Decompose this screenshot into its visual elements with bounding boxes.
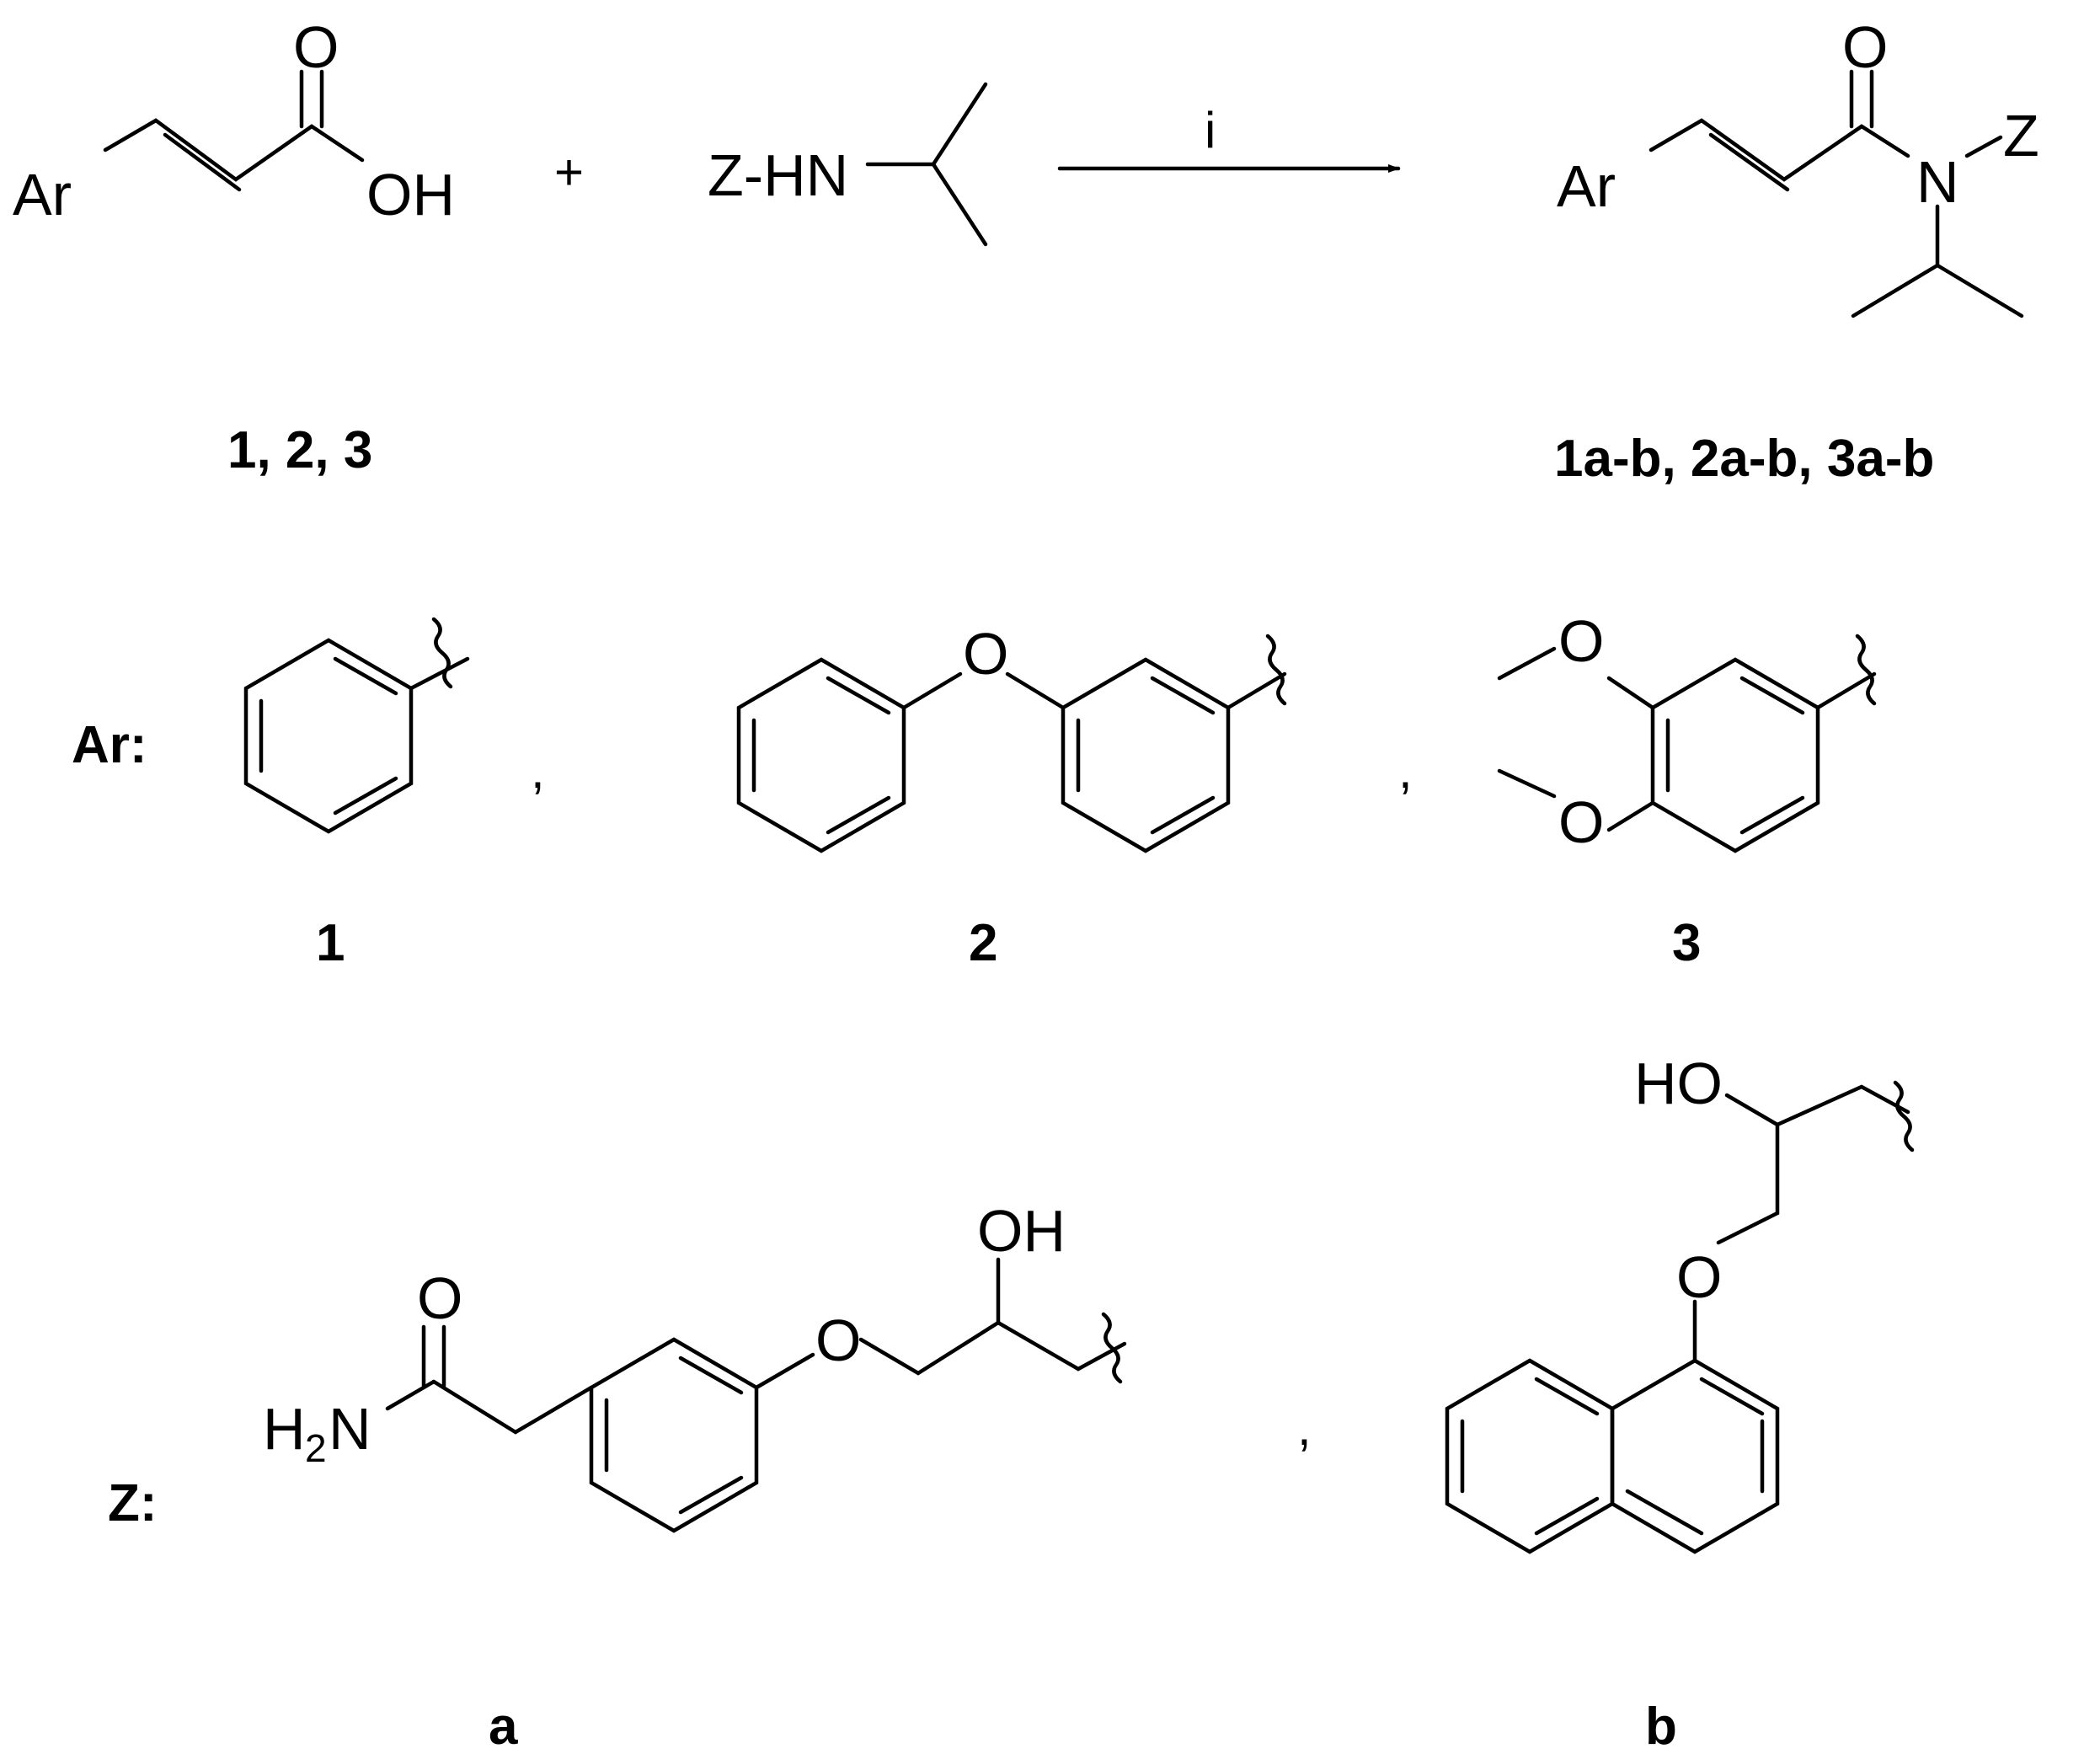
z-hn-label: Z-HN bbox=[708, 142, 848, 208]
z-a-amide-nitrogen-label: N bbox=[329, 1396, 371, 1462]
z-separator: , bbox=[1297, 1399, 1312, 1456]
ar-separator-2: , bbox=[1398, 742, 1413, 799]
compound-a-label: a bbox=[489, 1698, 518, 1754]
product-ar-label: Ar bbox=[1557, 153, 1616, 219]
methoxy-oxygen-lower-label: O bbox=[1558, 789, 1604, 855]
dimethoxyphenyl-structure: O O bbox=[1497, 608, 1877, 855]
z-a-amide-h-label: H bbox=[263, 1396, 306, 1462]
product-z-label: Z bbox=[2003, 103, 2039, 168]
ether-oxygen-label: O bbox=[963, 621, 1008, 687]
product-oxygen-label: O bbox=[1842, 14, 1888, 80]
ar-header-label: Ar: bbox=[72, 716, 147, 774]
z-header-label: Z: bbox=[108, 1474, 158, 1532]
compound-2-label: 2 bbox=[969, 914, 997, 972]
carbonyl-oxygen-label: O bbox=[293, 14, 339, 80]
ar-separator-1: , bbox=[531, 742, 545, 799]
product-structure: Ar O N Z bbox=[1557, 14, 2039, 318]
z-b-hydroxyl-label: HO bbox=[1634, 1051, 1723, 1116]
phenoxyphenyl-structure: O bbox=[736, 621, 1287, 853]
z-a-ether-oxygen-label: O bbox=[815, 1307, 861, 1373]
amine-structure: Z-HN bbox=[708, 82, 988, 247]
plus-sign: + bbox=[554, 144, 584, 201]
z-a-amide-oxygen-label: O bbox=[417, 1265, 462, 1331]
reactant-compound-label: 1, 2, 3 bbox=[227, 421, 372, 479]
compound-1-label: 1 bbox=[316, 914, 345, 972]
z-a-amide-subscript-label: 2 bbox=[305, 1426, 327, 1470]
methoxy-oxygen-upper-label: O bbox=[1558, 608, 1604, 674]
product-nitrogen-label: N bbox=[1916, 149, 1959, 215]
z-a-hydroxyl-label: OH bbox=[977, 1198, 1066, 1264]
reagent-label: i bbox=[1205, 102, 1216, 158]
z-fragment-b-structure: O HO bbox=[1445, 1051, 1915, 1554]
z-b-ether-oxygen-label: O bbox=[1676, 1244, 1722, 1310]
compound-b-label: b bbox=[1645, 1698, 1677, 1754]
reaction-arrow: i bbox=[1057, 102, 1401, 173]
hydroxyl-label: OH bbox=[366, 162, 455, 227]
compound-3-label: 3 bbox=[1672, 914, 1701, 972]
cinnamic-acid-structure: Ar O OH bbox=[13, 14, 455, 227]
product-compound-label: 1a-b, 2a-b, 3a-b bbox=[1554, 430, 1934, 488]
z-fragment-a-structure: O OH O H 2 N bbox=[263, 1198, 1127, 1533]
ar-atom-label: Ar bbox=[13, 162, 72, 227]
phenyl-structure bbox=[243, 617, 470, 834]
